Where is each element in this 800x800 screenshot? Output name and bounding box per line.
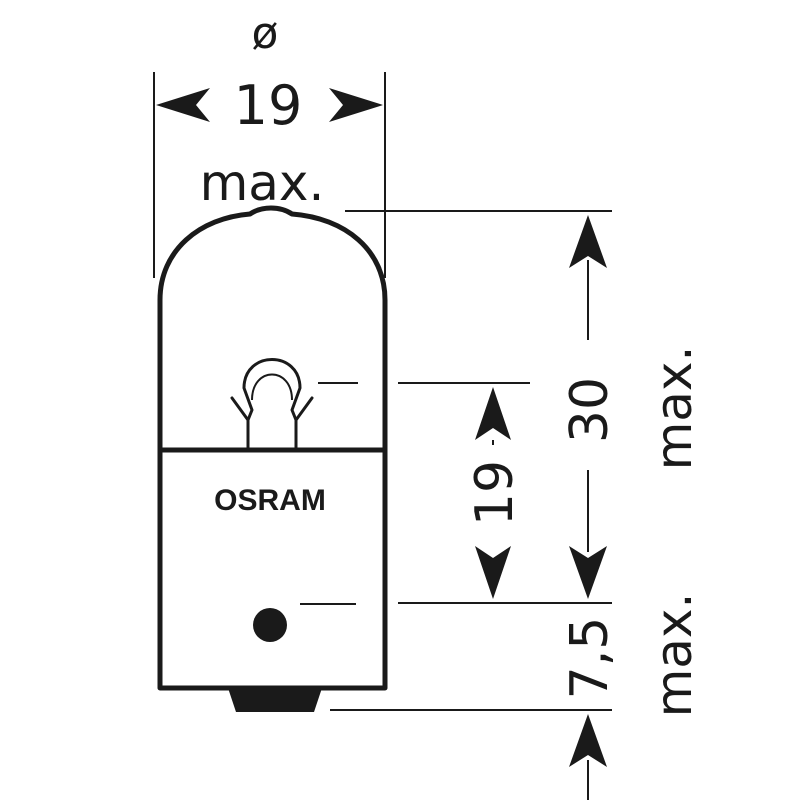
light-center-arrow-bottom — [475, 546, 511, 599]
filament-inner — [251, 373, 293, 401]
osram-brand-label: OSRAM — [214, 484, 326, 517]
diameter-value: 19 — [234, 74, 303, 137]
filament — [230, 358, 314, 452]
diameter-suffix: max. — [200, 154, 325, 212]
overall-length-value: 30 — [560, 377, 620, 443]
diameter-symbol: ø — [252, 8, 279, 59]
bulb-base-outline — [157, 447, 388, 691]
contact-tip — [228, 688, 322, 712]
pin-offset-suffix: max. — [645, 593, 703, 718]
overall-arrow-bottom — [569, 546, 607, 599]
pin-offset-arrow — [569, 714, 607, 767]
light-center-arrow-top — [475, 387, 511, 440]
light-center-value: 19 — [465, 460, 525, 526]
diameter-arrow-left — [156, 88, 210, 122]
diameter-arrow-right — [329, 88, 383, 122]
overall-arrow-top — [569, 215, 607, 268]
overall-length-suffix: max. — [645, 346, 703, 471]
pin-offset-value: 7,5 — [560, 617, 620, 700]
bayonet-pin — [253, 608, 287, 642]
glass-bulb-outline — [157, 205, 388, 450]
